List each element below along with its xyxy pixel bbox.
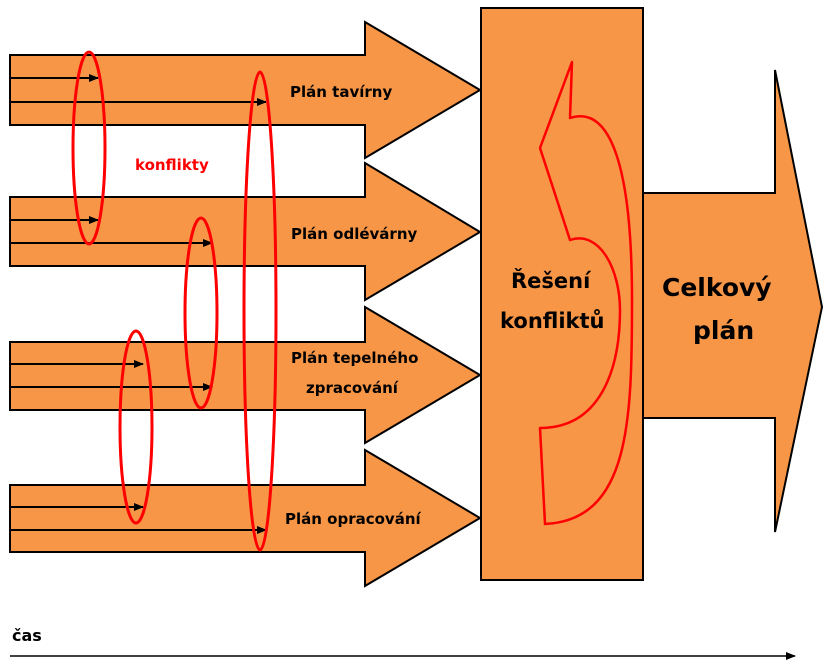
- inner-arrows: [10, 74, 267, 534]
- resolution-box: [480, 7, 644, 581]
- plan-label-tepelne-line2: zpracování: [306, 379, 399, 397]
- conflict-ellipse: [118, 329, 154, 525]
- conflict-ellipse: [242, 70, 278, 552]
- resolution-label-line1: Řešení: [511, 268, 592, 293]
- conflict-ellipse: [71, 50, 107, 246]
- plan-label-odlevarny: Plán odlévárny: [291, 225, 417, 243]
- plan-label-opracovani: Plán opracování: [285, 510, 421, 528]
- conflicts-label: konflikty: [135, 156, 209, 174]
- conflict-ellipses: [71, 50, 278, 552]
- plan-label-tepelne-line1: Plán tepelného: [291, 349, 418, 367]
- plan-label-tavirny: Plán tavírny: [290, 83, 392, 101]
- time-label: čas: [12, 626, 42, 645]
- conflict-ellipse: [183, 216, 219, 410]
- overall-plan-label-line2: plán: [693, 316, 754, 345]
- plan-arrow-tavirny: [9, 20, 482, 160]
- overall-plan-label-line1: Celkový: [662, 273, 772, 302]
- plan-arrow-opracovani: [9, 448, 482, 588]
- resolution-curve-arrow: [538, 60, 634, 526]
- resolution-label-line2: konfliktů: [500, 309, 605, 333]
- overall-plan-arrow: [642, 69, 824, 533]
